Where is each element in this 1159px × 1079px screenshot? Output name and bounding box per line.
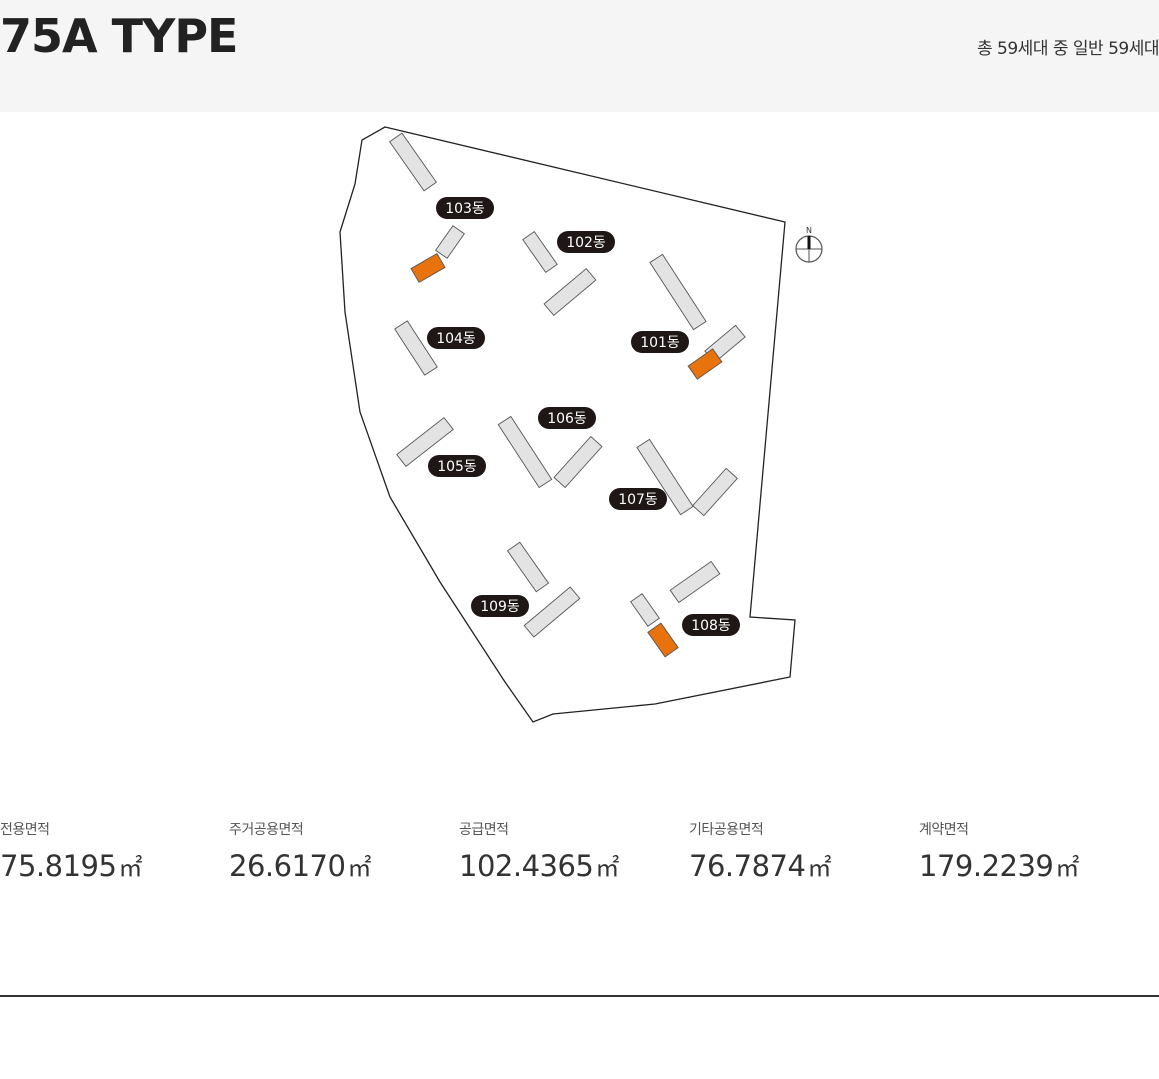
area-label: 공급면적	[459, 822, 509, 838]
building-101동	[649, 253, 746, 380]
highlighted-unit	[647, 622, 679, 658]
area-label: 계약면적	[919, 822, 969, 838]
area-value: 26.6170㎡	[229, 849, 371, 883]
building-label-text: 108동	[691, 618, 731, 634]
building-label: 102동	[557, 231, 615, 253]
building-label: 104동	[427, 327, 485, 349]
building-wing	[396, 416, 454, 468]
building-wing	[553, 435, 603, 489]
area-item-contract: 계약면적 179.2239㎡	[919, 820, 1079, 886]
building-107동	[636, 438, 738, 517]
site-plan-map: N 101동 102동 103동 104동 105동 106동 107동 108동 109동	[339, 126, 823, 723]
building-label-pill	[428, 455, 486, 477]
area-label: 주거공용면적	[229, 822, 304, 838]
building-wing	[630, 593, 660, 627]
building-label-pill	[538, 407, 596, 429]
building-label-text: 101동	[640, 335, 680, 351]
building-label: 108동	[682, 614, 740, 636]
area-label: 기타공용면적	[689, 822, 764, 838]
building-label-text: 109동	[480, 599, 520, 615]
building-wing	[523, 586, 581, 638]
building-label-text: 102동	[566, 235, 606, 251]
building-104동	[394, 320, 438, 376]
building-label: 107동	[609, 488, 667, 510]
building-102동	[522, 230, 597, 317]
building-wing	[435, 225, 465, 259]
building-label-text: 105동	[437, 459, 477, 475]
area-value: 179.2239㎡	[919, 849, 1079, 883]
building-108동	[630, 560, 721, 658]
bottom-divider	[0, 995, 1159, 997]
type-title: 75A TYPE	[0, 9, 238, 63]
site-plan: N 101동 102동 103동 104동 105동 106동 107동 108동 109동	[0, 112, 1159, 732]
building-wing	[522, 230, 558, 274]
building-wing	[636, 438, 694, 516]
building-109동	[506, 541, 581, 638]
building-label-text: 106동	[547, 411, 587, 427]
building-wing	[394, 320, 438, 376]
building-label: 101동	[631, 331, 689, 353]
building-wing	[497, 415, 553, 489]
building-wing	[389, 132, 437, 192]
building-label: 109동	[471, 595, 529, 617]
area-item-exclusive: 전용면적 75.8195㎡	[0, 820, 142, 886]
building-wing	[543, 267, 597, 317]
area-item-other-common: 기타공용면적 76.7874㎡	[689, 820, 831, 886]
building-103동	[389, 132, 465, 284]
building-wing	[649, 253, 707, 331]
area-summary: 전용면적 75.8195㎡ 주거공용면적 26.6170㎡ 공급면적 102.4…	[0, 820, 1159, 900]
building-wing	[692, 467, 738, 517]
type-header: 75A TYPE 총 59세대 중 일반 59세대	[0, 0, 1159, 112]
area-value: 76.7874㎡	[689, 849, 831, 883]
building-106동	[497, 415, 603, 489]
site-boundary	[339, 126, 796, 723]
compass-label: N	[806, 226, 812, 235]
area-label: 전용면적	[0, 822, 50, 838]
building-label-text: 107동	[618, 492, 658, 508]
household-count: 총 59세대 중 일반 59세대	[977, 39, 1159, 59]
area-item-supply: 공급면적 102.4365㎡	[459, 820, 619, 886]
building-label-pill	[427, 327, 485, 349]
building-label: 103동	[436, 197, 494, 219]
north-compass-icon: N	[795, 226, 823, 263]
building-label-pill	[682, 614, 740, 636]
highlighted-unit	[410, 252, 446, 284]
building-label-text: 104동	[436, 331, 476, 347]
area-value: 75.8195㎡	[0, 849, 142, 883]
building-label-pill	[436, 197, 494, 219]
building-wing	[669, 560, 721, 604]
building-label: 105동	[428, 455, 486, 477]
building-label-text: 103동	[445, 201, 485, 217]
building-label-pill	[557, 231, 615, 253]
highlighted-unit	[687, 348, 723, 380]
building-label-pill	[631, 331, 689, 353]
building-105동	[396, 416, 454, 468]
area-item-residential-common: 주거공용면적 26.6170㎡	[229, 820, 371, 886]
area-value: 102.4365㎡	[459, 849, 619, 883]
building-wing	[506, 541, 550, 593]
building-label-pill	[609, 488, 667, 510]
building-label: 106동	[538, 407, 596, 429]
building-label-pill	[471, 595, 529, 617]
